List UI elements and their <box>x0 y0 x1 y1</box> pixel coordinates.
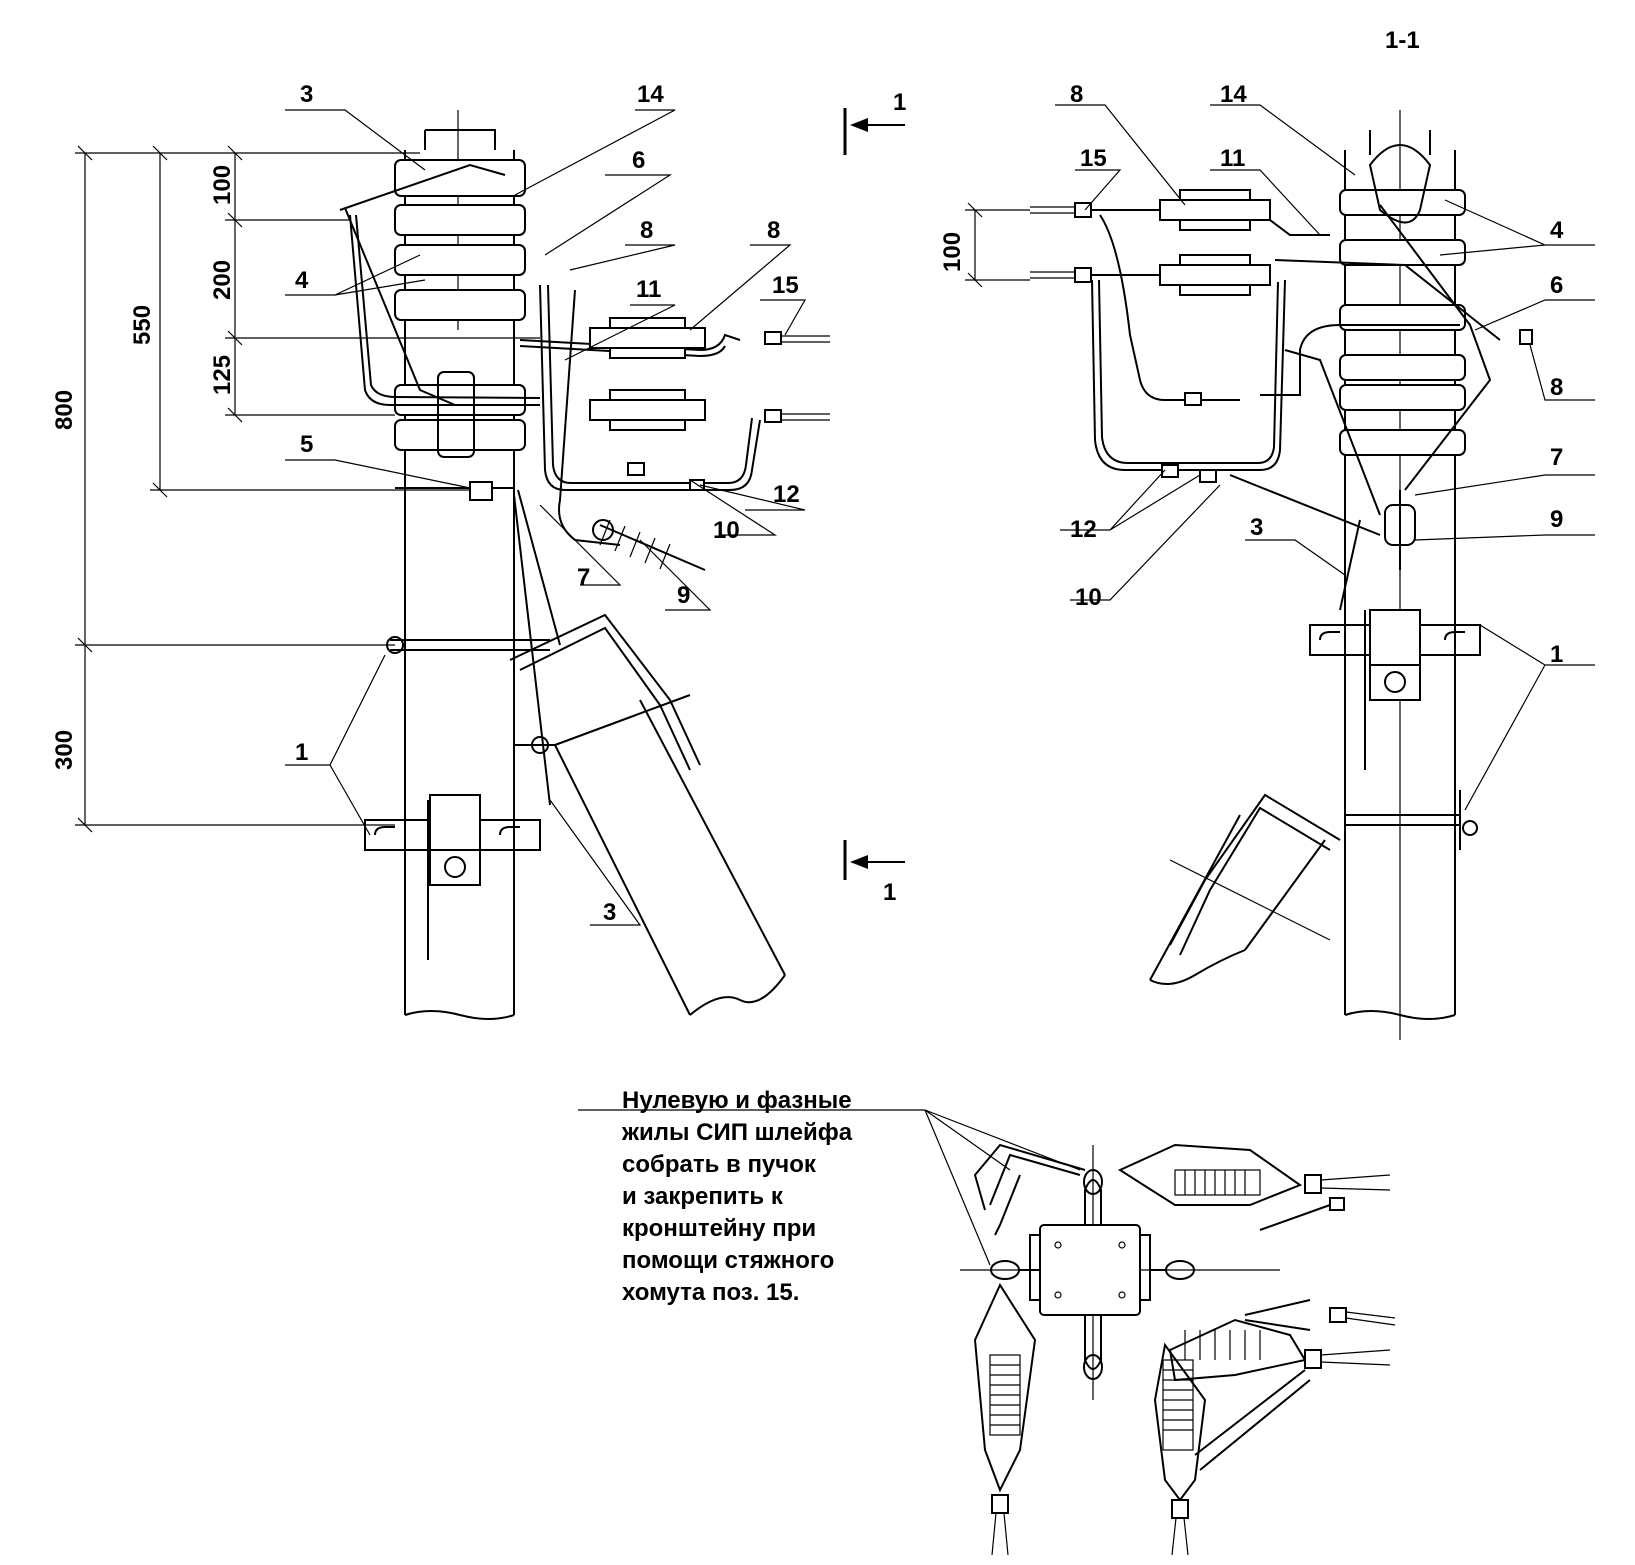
left-callout-3-top: 3 <box>300 81 313 108</box>
section-mark-top: 1 <box>893 89 906 116</box>
left-pole <box>394 110 526 1020</box>
left-bracket <box>364 489 786 1016</box>
right-dim-100: 100 <box>939 232 966 272</box>
right-callout-7: 7 <box>1550 444 1563 471</box>
left-callout-12: 12 <box>773 481 800 508</box>
dim-800: 800 <box>51 390 78 430</box>
left-callout-leaders <box>285 109 807 926</box>
right-callout-3: 3 <box>1250 514 1263 541</box>
right-callout-9: 9 <box>1550 506 1563 533</box>
right-pole <box>1339 110 1466 1040</box>
left-callout-8-b: 8 <box>767 217 780 244</box>
right-bracket <box>1149 609 1481 985</box>
left-callout-5: 5 <box>300 431 313 458</box>
left-callout-11: 11 <box>636 276 661 303</box>
right-dimension-lines <box>965 202 1030 288</box>
dim-100: 100 <box>209 165 236 205</box>
dim-125: 125 <box>209 355 236 395</box>
right-view: 100 8 14 15 11 4 6 8 7 9 3 12 10 1 <box>939 81 1595 1040</box>
right-callout-4: 4 <box>1550 217 1564 244</box>
right-callout-8-top: 8 <box>1070 81 1083 108</box>
left-view: 800 550 100 200 125 300 3 14 6 8 8 11 15… <box>51 81 830 1020</box>
right-callout-12: 12 <box>1070 516 1097 543</box>
left-callout-8-a: 8 <box>640 217 653 244</box>
right-insulator <box>1384 490 1416 570</box>
left-callout-15: 15 <box>772 272 799 299</box>
right-callout-15: 15 <box>1080 145 1107 172</box>
right-wire-loops <box>1090 204 1501 611</box>
plan-view <box>578 1109 1396 1556</box>
left-callout-9: 9 <box>677 582 690 609</box>
right-callout-10: 10 <box>1075 584 1102 611</box>
installation-note: Нулевую и фазные жилы СИП шлейфа собрать… <box>622 1087 853 1306</box>
right-callout-leaders <box>1055 104 1595 811</box>
left-callout-4: 4 <box>295 267 309 294</box>
section-mark-bottom: 1 <box>883 879 896 906</box>
left-insulator <box>592 519 706 571</box>
section-title: 1-1 <box>1385 27 1420 54</box>
left-callout-7: 7 <box>577 564 590 591</box>
left-callout-10: 10 <box>713 517 740 544</box>
left-callout-6: 6 <box>632 147 645 174</box>
dim-300: 300 <box>51 730 78 770</box>
dim-550: 550 <box>129 305 156 345</box>
left-dimension-lines <box>75 145 540 833</box>
left-callout-14: 14 <box>637 81 664 108</box>
right-callout-1: 1 <box>1550 641 1563 668</box>
dim-200: 200 <box>209 260 236 300</box>
left-anchor-clamps <box>589 317 830 491</box>
left-wire-loops <box>339 163 761 546</box>
right-callout-8-side: 8 <box>1550 374 1563 401</box>
section-cut-marks: 1 1 <box>843 89 906 906</box>
right-callout-11: 11 <box>1220 145 1245 172</box>
left-callout-1: 1 <box>295 739 308 766</box>
left-callout-3-bottom: 3 <box>603 899 616 926</box>
right-callout-14: 14 <box>1220 81 1247 108</box>
right-anchor-clamps <box>1030 189 1533 483</box>
right-callout-6: 6 <box>1550 272 1563 299</box>
